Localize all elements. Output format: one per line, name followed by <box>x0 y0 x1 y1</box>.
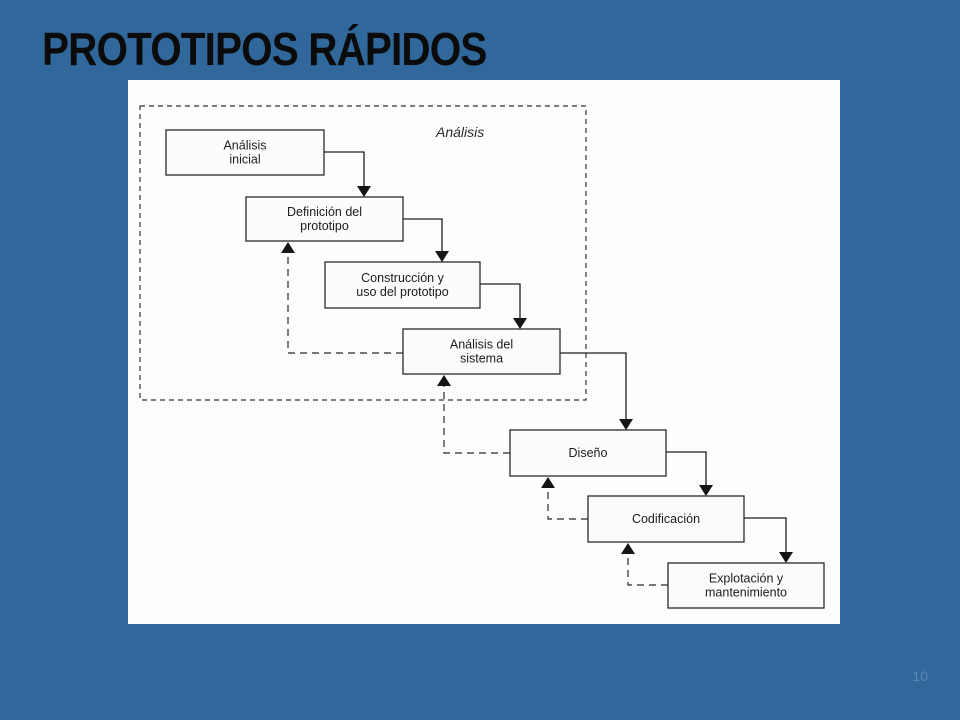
flow-arrowhead-analisis-inicial-to-definicion-prototipo <box>357 186 371 197</box>
flow-line-diseno-to-codificacion <box>666 451 707 486</box>
flow-line-analisis-inicial-to-definicion-prototipo <box>324 151 365 187</box>
step-label-construccion-prototipo: uso del prototipo <box>356 285 448 299</box>
feedback-line-codificacion-to-diseno <box>547 488 588 520</box>
step-box-frame-analisis-sistema <box>402 328 561 375</box>
flow-line-construccion-prototipo-to-analisis-sistema <box>480 283 521 319</box>
step-label-analisis-sistema: Análisis del <box>450 338 513 352</box>
feedback-line-diseno-to-analisis-sistema <box>443 386 510 454</box>
step-box-frame-definicion-prototipo <box>245 196 404 242</box>
step-label-diseno: Diseño <box>569 446 608 460</box>
slide-title: PROTOTIPOS RÁPIDOS <box>42 23 487 75</box>
feedback-line-explotacion-to-codificacion <box>627 554 668 586</box>
step-label-definicion-prototipo: prototipo <box>300 219 349 233</box>
feedback-arrowhead-analisis-sistema-to-definicion-prototipo <box>281 242 295 253</box>
analisis-group-border <box>139 105 587 401</box>
flow-arrowhead-definicion-prototipo-to-construccion-prototipo <box>435 251 449 262</box>
step-box-frame-analisis-inicial <box>165 129 325 176</box>
flow-arrowhead-construccion-prototipo-to-analisis-sistema <box>513 318 527 329</box>
step-label-analisis-sistema: sistema <box>460 352 503 366</box>
step-box-frame-construccion-prototipo <box>324 261 481 309</box>
step-box-frame-explotacion <box>667 562 825 609</box>
flow-arrowhead-analisis-sistema-to-diseno <box>619 419 633 430</box>
step-label-definicion-prototipo: Definición del <box>287 205 362 219</box>
step-box-frame-diseno <box>509 429 667 477</box>
step-label-explotacion: mantenimiento <box>705 586 787 600</box>
analisis-group-label: Análisis <box>435 124 484 140</box>
flow-line-codificacion-to-explotacion <box>744 517 787 553</box>
step-box-diseno: Diseño <box>509 429 667 477</box>
feedback-arrowhead-codificacion-to-diseno <box>541 477 555 488</box>
step-label-analisis-inicial: Análisis <box>223 139 266 153</box>
step-label-construccion-prototipo: Construcción y <box>361 271 444 285</box>
step-label-explotacion: Explotación y <box>709 572 784 586</box>
flow-arrowhead-codificacion-to-explotacion <box>779 552 793 563</box>
flow-arrowhead-diseno-to-codificacion <box>699 485 713 496</box>
page-number: 10 <box>912 668 928 684</box>
step-label-analisis-inicial: inicial <box>229 153 260 167</box>
feedback-arrowhead-explotacion-to-codificacion <box>621 543 635 554</box>
step-label-codificacion: Codificación <box>632 512 700 526</box>
flow-line-definicion-prototipo-to-construccion-prototipo <box>403 218 443 252</box>
feedback-arrowhead-diseno-to-analisis-sistema <box>437 375 451 386</box>
step-box-codificacion: Codificación <box>587 495 745 543</box>
flow-line-analisis-sistema-to-diseno <box>560 352 627 420</box>
step-box-frame-codificacion <box>587 495 745 543</box>
feedback-line-analisis-sistema-to-definicion-prototipo <box>287 253 403 354</box>
